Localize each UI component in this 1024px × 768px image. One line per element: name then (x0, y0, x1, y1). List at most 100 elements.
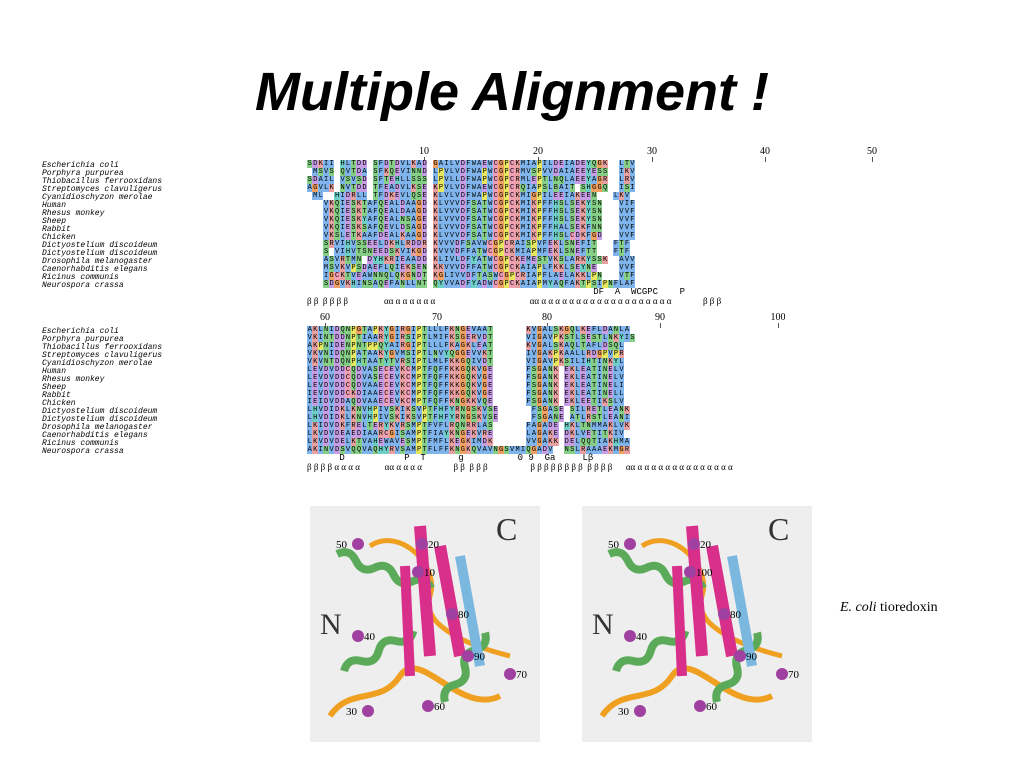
residue: P (503, 280, 510, 288)
residue: A (389, 342, 395, 350)
residue: V (345, 168, 351, 176)
residue: L (574, 390, 581, 398)
residue: W (487, 216, 493, 224)
residue: R (454, 414, 461, 422)
residue: T (421, 326, 428, 334)
residue: G (482, 374, 488, 382)
residue: K (449, 374, 455, 382)
residue: K (328, 224, 335, 232)
residue: S (372, 374, 379, 382)
residue: T (372, 192, 379, 200)
residue (607, 160, 614, 168)
residue: T (350, 168, 357, 176)
residue: K (339, 406, 346, 414)
residue: D (334, 430, 340, 438)
residue: V (509, 446, 515, 454)
residue: A (476, 176, 482, 184)
residue: E (607, 382, 614, 390)
residue: M (520, 232, 526, 240)
residue: A (367, 350, 373, 358)
residue: S (350, 216, 357, 224)
residue: D (323, 398, 329, 406)
residue: F (460, 248, 466, 256)
residue: D (334, 366, 340, 374)
residue: P (372, 406, 379, 414)
residue: M (323, 264, 329, 272)
residue: F (465, 256, 472, 264)
residue: P (350, 264, 357, 272)
residue: R (389, 446, 395, 454)
residue: G (536, 342, 543, 350)
residue (509, 382, 515, 390)
residue: L (558, 248, 565, 256)
residue (596, 240, 603, 248)
residue: K (624, 422, 630, 430)
residue: N (596, 272, 603, 280)
species-name: Human (42, 201, 67, 210)
residue: W (487, 280, 493, 288)
residue: F (580, 240, 586, 248)
residue: E (389, 390, 395, 398)
residue: S (405, 224, 411, 232)
residue: A (389, 200, 395, 208)
residue: A (307, 342, 313, 350)
residue: C (509, 184, 515, 192)
residue: D (416, 240, 422, 248)
residue: N (323, 342, 329, 350)
residue: G (416, 248, 422, 256)
residue: K (405, 414, 411, 422)
residue: E (399, 264, 406, 272)
residue: G (460, 366, 466, 374)
residue: D (399, 224, 406, 232)
residue: L (307, 382, 313, 390)
residue: F (547, 208, 554, 216)
residue: V (471, 350, 477, 358)
residue: T (421, 334, 428, 342)
residue: D (356, 430, 362, 438)
residue: V (317, 406, 324, 414)
residue (307, 224, 313, 232)
residue: V (476, 240, 482, 248)
residue: R (399, 334, 406, 342)
residue: E (312, 382, 318, 390)
residue: K (569, 382, 575, 390)
residue: N (569, 240, 575, 248)
residue: S (372, 168, 379, 176)
residue: C (345, 390, 351, 398)
residue: S (558, 232, 565, 240)
residue: A (405, 256, 411, 264)
residue: L (449, 184, 455, 192)
residue: R (465, 422, 472, 430)
residue (317, 216, 324, 224)
residue: C (405, 398, 411, 406)
residue: G (482, 366, 488, 374)
residue: D (334, 374, 340, 382)
residue: F (465, 280, 472, 288)
residue (427, 264, 433, 272)
residue: W (471, 176, 477, 184)
residue: A (558, 224, 565, 232)
residue: P (503, 168, 510, 176)
residue: F (547, 224, 554, 232)
residue (520, 430, 526, 438)
residue: G (536, 438, 543, 446)
residue: T (591, 398, 597, 406)
residue: K (399, 398, 406, 406)
residue: H (372, 438, 379, 446)
residue: E (312, 398, 318, 406)
residue: F (525, 366, 532, 374)
residue (317, 264, 324, 272)
residue: L (580, 350, 586, 358)
residue (307, 272, 313, 280)
residue: C (509, 256, 515, 264)
residue: K (618, 192, 625, 200)
residue: L (547, 192, 554, 200)
residue: A (454, 280, 461, 288)
residue (602, 240, 608, 248)
residue: L (438, 216, 444, 224)
residue: V (443, 184, 450, 192)
residue: L (405, 176, 411, 184)
residue: Q (334, 200, 340, 208)
residue: I (520, 248, 526, 256)
